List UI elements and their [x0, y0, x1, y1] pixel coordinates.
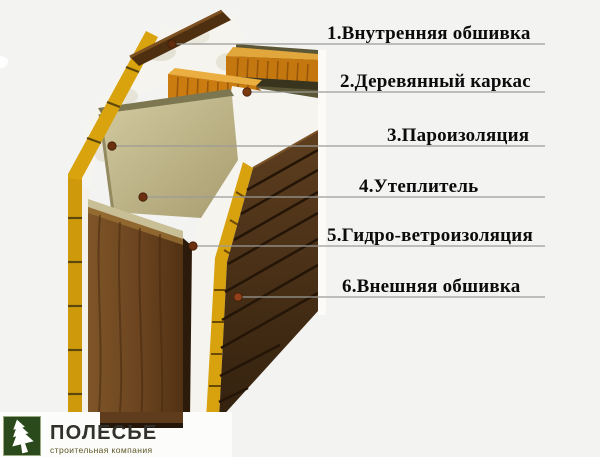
outer-cladding-post	[82, 186, 183, 430]
logo-tagline: строительная компания	[50, 445, 153, 455]
leader-lines	[112, 43, 545, 298]
fir-tree-icon	[3, 416, 41, 456]
logo-company-name: ПОЛЕСЬЕ	[50, 422, 158, 444]
layer-label-vapor-barrier: 3.Пароизоляция	[387, 125, 530, 146]
layer-label-inner-cladding: 1.Внутренняя обшивка	[327, 23, 531, 44]
outer-cladding-planks	[218, 130, 319, 420]
outer-plank-end-caps	[206, 162, 253, 420]
corner-shadow-gap	[183, 238, 192, 420]
inner-cladding-layer	[68, 9, 231, 420]
wall-edge-highlight	[318, 50, 326, 315]
layer-label-outer-cladding: 6.Внешняя обшивка	[342, 276, 521, 297]
marker-dots	[107, 39, 252, 302]
layer-label-wooden-frame: 2.Деревянный каркас	[340, 71, 531, 92]
layer-label-hydro-wind: 5.Гидро-ветроизоляция	[327, 225, 533, 246]
layer-label-insulation: 4.Утеплитель	[359, 176, 479, 197]
